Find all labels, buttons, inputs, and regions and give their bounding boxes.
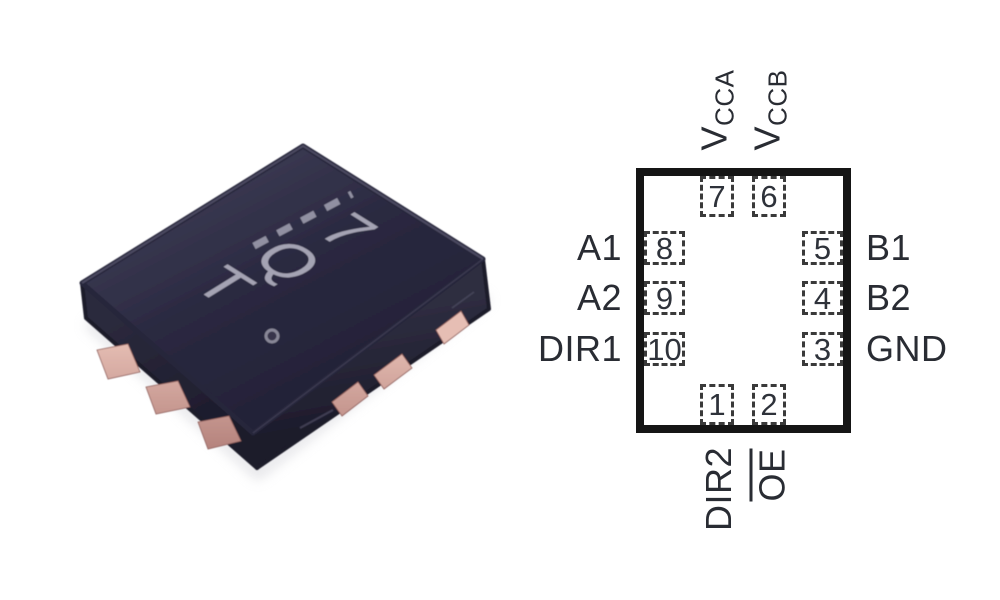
- pin-box-10: 10: [644, 332, 685, 366]
- chip-photo: T Q 7: [79, 143, 491, 481]
- pin-label-dir1: DIR1: [537, 328, 622, 369]
- pin-label-oe: OE: [749, 448, 793, 502]
- vccb-main: V: [746, 125, 788, 151]
- oe-overline-text: OE: [749, 448, 793, 502]
- pin-label-vcca: VCCA: [693, 69, 740, 151]
- chip-marking-dashes: [252, 190, 354, 250]
- pin-box-2: 2: [752, 384, 786, 425]
- pin-number: 9: [655, 280, 674, 316]
- pin-box-8: 8: [644, 231, 685, 265]
- pin-box-4: 4: [802, 281, 843, 315]
- pin-number: 3: [813, 331, 832, 367]
- pin-box-1: 1: [700, 384, 734, 425]
- pin-number: 10: [647, 331, 682, 367]
- chip-edge-highlight: [252, 258, 484, 434]
- pin-box-6: 6: [752, 176, 786, 217]
- pin1-dot: [264, 328, 280, 344]
- pin-label-vccb: VCCB: [746, 69, 793, 151]
- pin-label-gnd: GND: [866, 328, 948, 369]
- pin-label-b2: B2: [866, 277, 912, 318]
- vcca-subscript: CCA: [709, 69, 740, 126]
- pin-box-7: 7: [700, 176, 734, 217]
- chip-pad: [197, 415, 242, 450]
- vccb-subscript: CCB: [762, 69, 793, 126]
- pin-label-b1: B1: [866, 227, 912, 268]
- pin-number: 8: [655, 230, 674, 266]
- pin-number: 6: [760, 179, 778, 214]
- chip-pad: [373, 353, 413, 390]
- chip-scuff: [451, 291, 475, 309]
- pin-number: 1: [708, 387, 726, 422]
- chip-edge-highlight: [81, 144, 484, 284]
- pin-number: 7: [708, 179, 726, 214]
- pin-label-a1: A1: [576, 227, 622, 268]
- pin-number: 2: [760, 387, 778, 422]
- pin-box-9: 9: [644, 281, 685, 315]
- chip-pad: [145, 380, 191, 415]
- pin-number: 4: [813, 280, 832, 316]
- chip-pad: [435, 310, 470, 345]
- pin-box-5: 5: [802, 231, 843, 265]
- chip-scuff: [299, 409, 334, 429]
- pin-number: 5: [813, 230, 832, 266]
- pin-label-dir2: DIR2: [698, 446, 739, 532]
- package-outline: [636, 168, 851, 433]
- pin-label-a2: A2: [576, 277, 622, 318]
- vcca-main: V: [693, 125, 735, 151]
- chip-pad: [96, 343, 141, 380]
- chip-pad: [331, 381, 369, 417]
- pin-box-3: 3: [802, 332, 843, 366]
